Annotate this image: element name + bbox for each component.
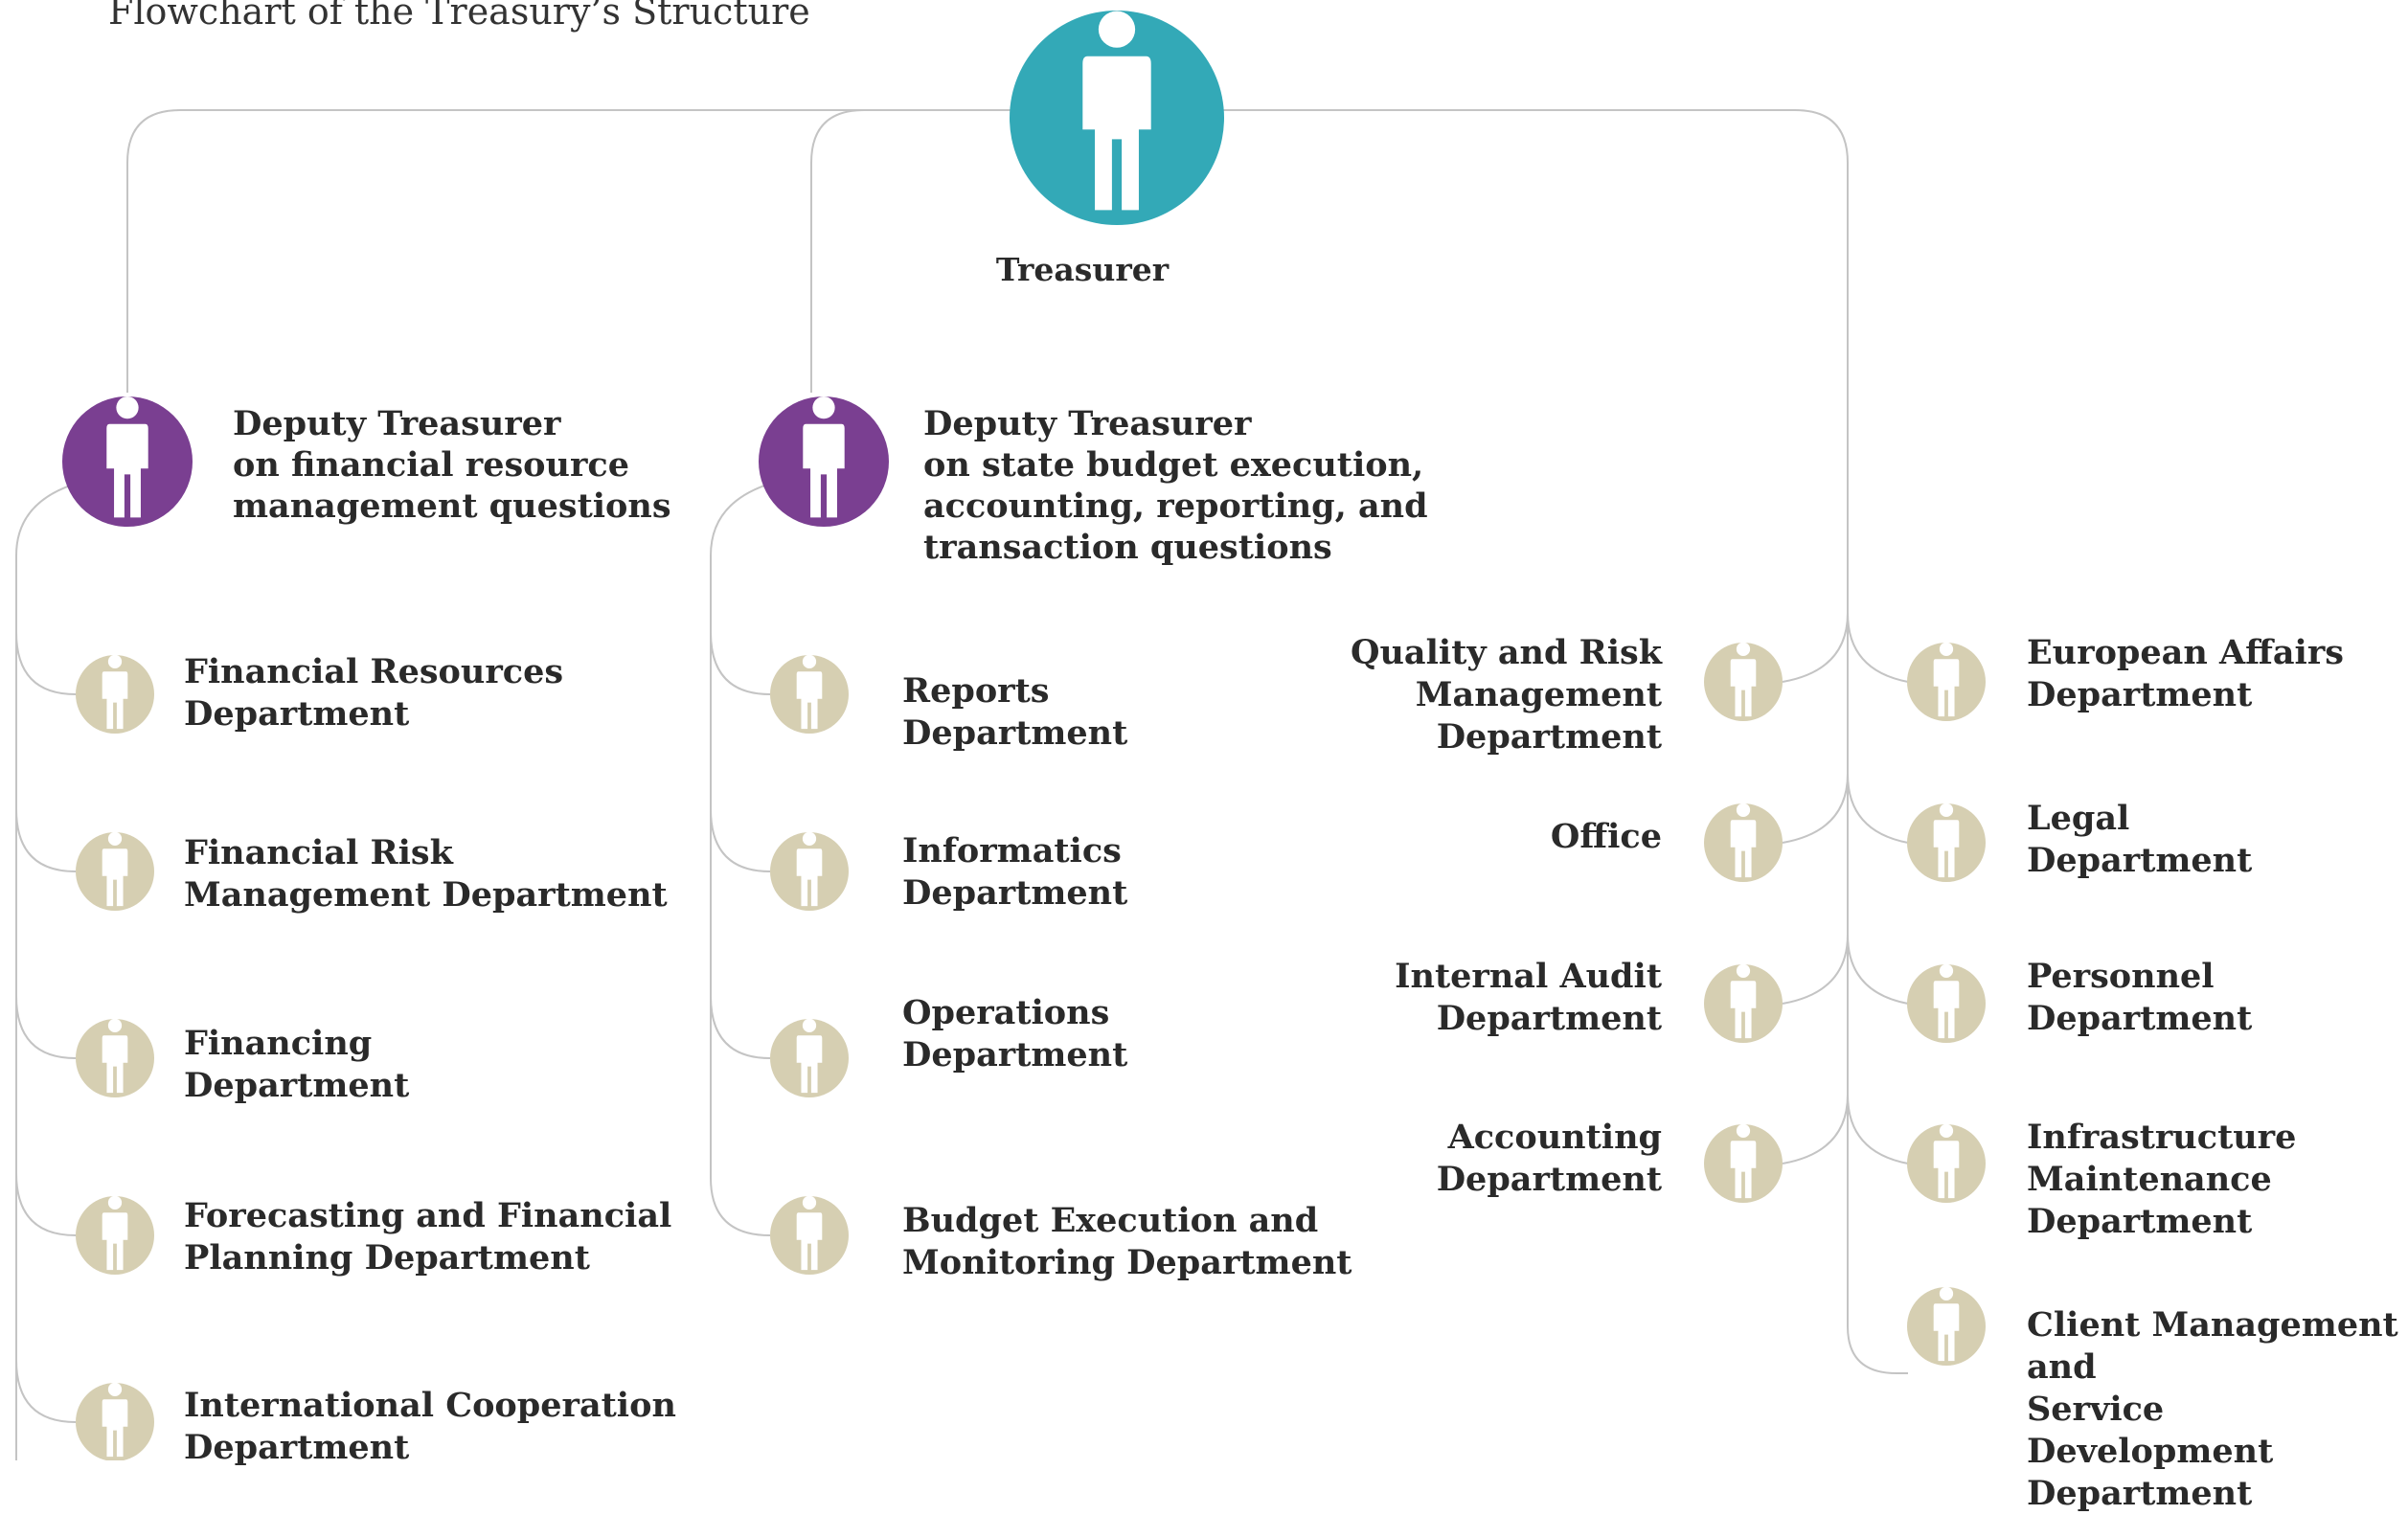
dept-label-line: Department xyxy=(1436,1160,1662,1199)
dept-label-line: Planning Department xyxy=(184,1238,590,1278)
dept-label-line: Financial Risk xyxy=(184,833,453,872)
deputy-financial-label: Deputy Treasurer on financial resource m… xyxy=(233,403,671,527)
deputy-financial-line: Deputy Treasurer xyxy=(233,404,561,443)
dept-internal-audit[interactable]: Internal Audit Department xyxy=(1322,956,1662,1040)
dept-label-line: Quality and Risk xyxy=(1350,633,1662,672)
deputy-budget-line: transaction questions xyxy=(923,528,1332,567)
dept-reports[interactable]: Reports Department xyxy=(902,670,1127,755)
dept-client-management-service-development[interactable]: Client Management and Service Developmen… xyxy=(2027,1304,2408,1515)
dept-label-line: Personnel xyxy=(2027,957,2215,996)
dept-label-line: Forecasting and Financial xyxy=(184,1196,672,1235)
dept-financial-risk-management[interactable]: Financial Risk Management Department xyxy=(184,832,668,916)
treasurer-node[interactable] xyxy=(1010,11,1224,225)
col4-icons xyxy=(1907,642,1986,1366)
dept-financial-resources[interactable]: Financial Resources Department xyxy=(184,651,563,735)
deputy-budget-line: Deputy Treasurer xyxy=(923,404,1252,443)
deputy-budget-line: on state budget execution, xyxy=(923,445,1424,485)
dept-european-affairs[interactable]: European Affairs Department xyxy=(2027,632,2344,716)
deputy-financial-line: management questions xyxy=(233,486,671,526)
dept-label-line: Management xyxy=(1415,675,1662,714)
treasurer-label: Treasurer xyxy=(995,251,1170,288)
dept-financing[interactable]: Financing Department xyxy=(184,1023,409,1107)
dept-office[interactable]: Office xyxy=(1322,816,1662,858)
dept-label-line: Informatics xyxy=(902,831,1122,871)
dept-personnel[interactable]: Personnel Department xyxy=(2027,956,2252,1040)
dept-forecasting-planning[interactable]: Forecasting and Financial Planning Depar… xyxy=(184,1195,671,1279)
dept-label-line: Department xyxy=(1436,999,1662,1038)
deputy-budget-label: Deputy Treasurer on state budget executi… xyxy=(923,403,1428,568)
col3-icons xyxy=(1704,642,1783,1203)
dept-accounting[interactable]: Accounting Department xyxy=(1322,1117,1662,1201)
dept-label-line: Department xyxy=(902,713,1128,753)
dept-label-line: Financial Resources xyxy=(184,652,564,691)
dept-label-line: Department xyxy=(902,873,1128,913)
dept-label-line: Operations xyxy=(902,993,1110,1032)
dept-label-line: Monitoring Department xyxy=(902,1243,1352,1282)
col2-icons xyxy=(770,654,849,1275)
dept-international-cooperation[interactable]: International Cooperation Department xyxy=(184,1385,676,1469)
dept-label-line: Reports xyxy=(902,671,1050,711)
dept-label-line: Office xyxy=(1550,817,1662,856)
dept-legal[interactable]: Legal Department xyxy=(2027,798,2252,882)
col1-icons xyxy=(76,654,154,1460)
dept-label-line: Financing xyxy=(184,1024,373,1063)
dept-label-line: Department xyxy=(2027,999,2253,1038)
dept-operations[interactable]: Operations Department xyxy=(902,992,1127,1076)
dept-label-line: Budget Execution and xyxy=(902,1201,1319,1240)
dept-label-line: Department xyxy=(184,694,410,734)
dept-quality-risk-management[interactable]: Quality and Risk Management Department xyxy=(1322,632,1662,758)
dept-budget-execution-monitoring[interactable]: Budget Execution and Monitoring Departme… xyxy=(902,1200,1352,1284)
dept-label-line: Department xyxy=(184,1428,410,1467)
dept-label-line: Infrastructure xyxy=(2027,1118,2297,1157)
dept-informatics[interactable]: Informatics Department xyxy=(902,830,1127,915)
dept-label-line: Maintenance xyxy=(2027,1160,2272,1199)
dept-label-line: Department xyxy=(2027,1474,2253,1513)
dept-label-line: Department xyxy=(184,1066,410,1105)
deputy-budget-node[interactable] xyxy=(759,396,889,527)
deputy-budget-line: accounting, reporting, and xyxy=(923,486,1428,526)
dept-infrastructure-maintenance[interactable]: Infrastructure Maintenance Department xyxy=(2027,1117,2296,1243)
dept-label-line: Department xyxy=(2027,675,2253,714)
dept-label-line: Department xyxy=(902,1035,1128,1074)
deputy-financial-node[interactable] xyxy=(62,396,193,527)
dept-label-line: Legal xyxy=(2027,799,2130,838)
dept-label-line: Client Management and xyxy=(2027,1305,2398,1387)
dept-label-line: Department xyxy=(2027,841,2253,880)
connector-lines xyxy=(15,11,1986,1460)
dept-label-line: International Cooperation xyxy=(184,1386,676,1425)
dept-label-line: Department xyxy=(1436,717,1662,757)
page-title: Flowchart of the Treasury’s Structure xyxy=(108,0,810,33)
deputy-financial-line: on financial resource xyxy=(233,445,629,485)
dept-label-line: Internal Audit xyxy=(1395,957,1662,996)
dept-label-line: European Affairs xyxy=(2027,633,2344,672)
dept-label-line: Management Department xyxy=(184,875,668,915)
dept-label-line: Accounting xyxy=(1447,1118,1662,1157)
dept-label-line: Department xyxy=(2027,1202,2253,1241)
